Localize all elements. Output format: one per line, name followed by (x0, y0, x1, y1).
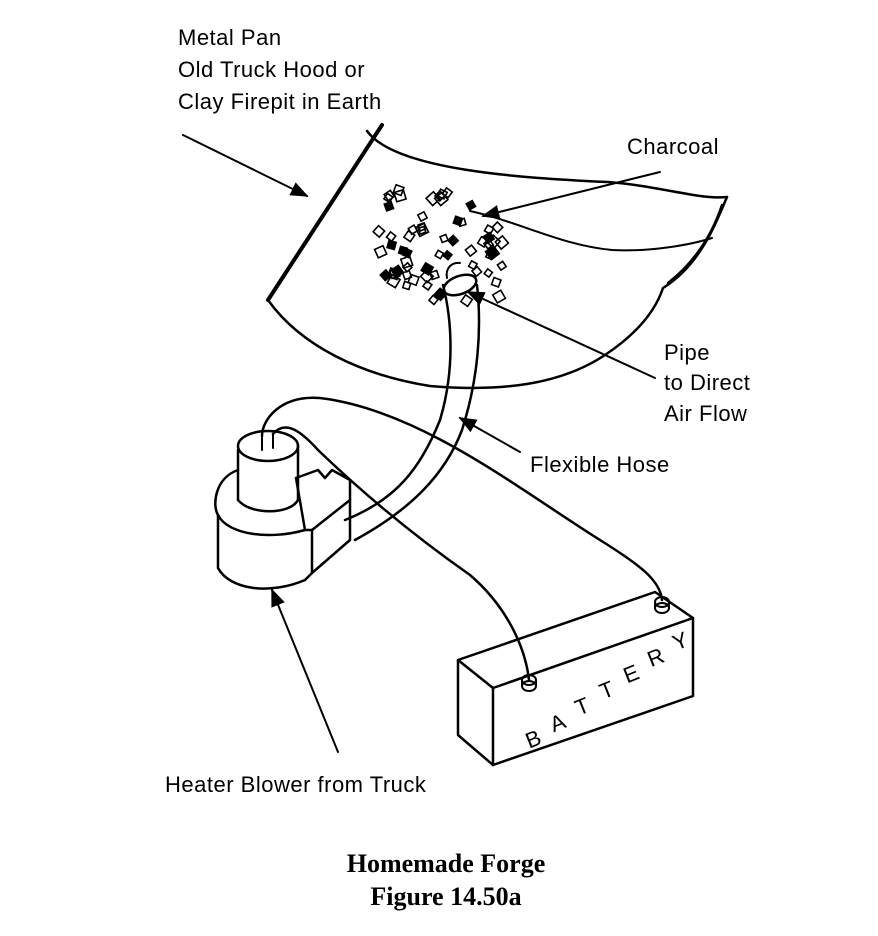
charcoal-piece (399, 255, 414, 270)
charcoal-piece (393, 188, 408, 203)
charcoal-piece (414, 222, 430, 238)
charcoal-piece (382, 192, 394, 204)
charcoal-piece (383, 200, 395, 212)
charcoal-piece (465, 199, 477, 211)
hose-label: Flexible Hose (530, 452, 670, 477)
charcoal-piece (392, 183, 405, 197)
battery-letter: Y (669, 627, 692, 656)
wires (260, 396, 664, 682)
battery-terminal-positive (654, 596, 670, 614)
charcoal-piece (483, 223, 495, 236)
heater-blower (214, 429, 352, 590)
charcoal-piece (424, 190, 442, 207)
pan-label: Metal Pan Old Truck Hood or Clay Firepit… (178, 25, 382, 114)
air-pipe (445, 261, 461, 279)
charcoal-piece (388, 267, 401, 280)
charcoal-piece (401, 269, 413, 281)
charcoal-piece (373, 244, 388, 259)
arrow-to-pipe (466, 291, 656, 379)
charcoal-piece (427, 294, 440, 306)
charcoal-piece (383, 189, 396, 202)
battery-letter: B (522, 725, 545, 754)
charcoal-piece (371, 224, 386, 239)
battery-letter: T (571, 692, 593, 720)
charcoal-piece (436, 188, 449, 200)
charcoal-piece (416, 210, 429, 223)
battery-letter: A (546, 708, 569, 737)
charcoal-piece (446, 234, 460, 247)
charcoal-piece (433, 191, 450, 207)
arrow-to-charcoal (481, 171, 661, 220)
charcoal-pile (371, 183, 510, 308)
charcoal-piece (494, 234, 510, 251)
battery-terminal-negative (521, 674, 537, 692)
charcoal-piece (470, 265, 483, 278)
pan-label-line1: Metal Pan (178, 25, 282, 50)
pipe-label-line1: Pipe (664, 340, 710, 365)
blower-label: Heater Blower from Truck (165, 772, 427, 797)
charcoal-piece (434, 249, 445, 260)
pan-label-line2: Old Truck Hood or (178, 57, 365, 82)
charcoal-piece (485, 234, 502, 250)
charcoal-piece (459, 293, 474, 308)
charcoal-piece (464, 243, 478, 258)
pipe-label-line2: to Direct (664, 370, 750, 395)
charcoal-piece (482, 231, 496, 245)
metal-pan (266, 123, 729, 390)
caption-title: Homemade Forge (347, 849, 546, 878)
leader-lines (182, 134, 661, 753)
arrow-to-blower (271, 588, 339, 753)
charcoal-piece (490, 220, 504, 234)
charcoal-label: Charcoal (627, 134, 719, 159)
charcoal-piece (385, 230, 397, 243)
charcoal-piece (442, 249, 454, 261)
charcoal-piece (397, 245, 409, 257)
arrow-to-hose (458, 417, 521, 453)
charcoal-piece (439, 233, 450, 244)
charcoal-piece (491, 289, 507, 305)
pipe-label-line3: Air Flow (664, 401, 747, 426)
charcoal-piece (490, 276, 503, 289)
charcoal-piece (401, 280, 412, 291)
charcoal-piece (401, 261, 413, 273)
arrow-to-pan (182, 134, 309, 197)
charcoal-piece (483, 267, 494, 279)
charcoal-piece (467, 259, 479, 271)
pan-label-line3: Clay Firepit in Earth (178, 89, 382, 114)
charcoal-piece (407, 273, 420, 287)
battery-letter: T (596, 676, 618, 704)
charcoal-piece (419, 268, 435, 284)
charcoal-piece (386, 239, 398, 251)
charcoal-piece (417, 225, 427, 236)
flexible-hose (343, 273, 481, 542)
charcoal-piece (402, 229, 416, 243)
charcoal-piece (421, 279, 434, 292)
caption-figure: Figure 14.50a (370, 882, 521, 911)
battery-letter: R (644, 643, 668, 672)
pipe-label: Pipe to Direct Air Flow (664, 340, 750, 426)
charcoal-piece (484, 250, 495, 261)
charcoal-piece (496, 260, 508, 272)
battery-letter: E (620, 659, 643, 688)
charcoal-piece (452, 215, 464, 227)
